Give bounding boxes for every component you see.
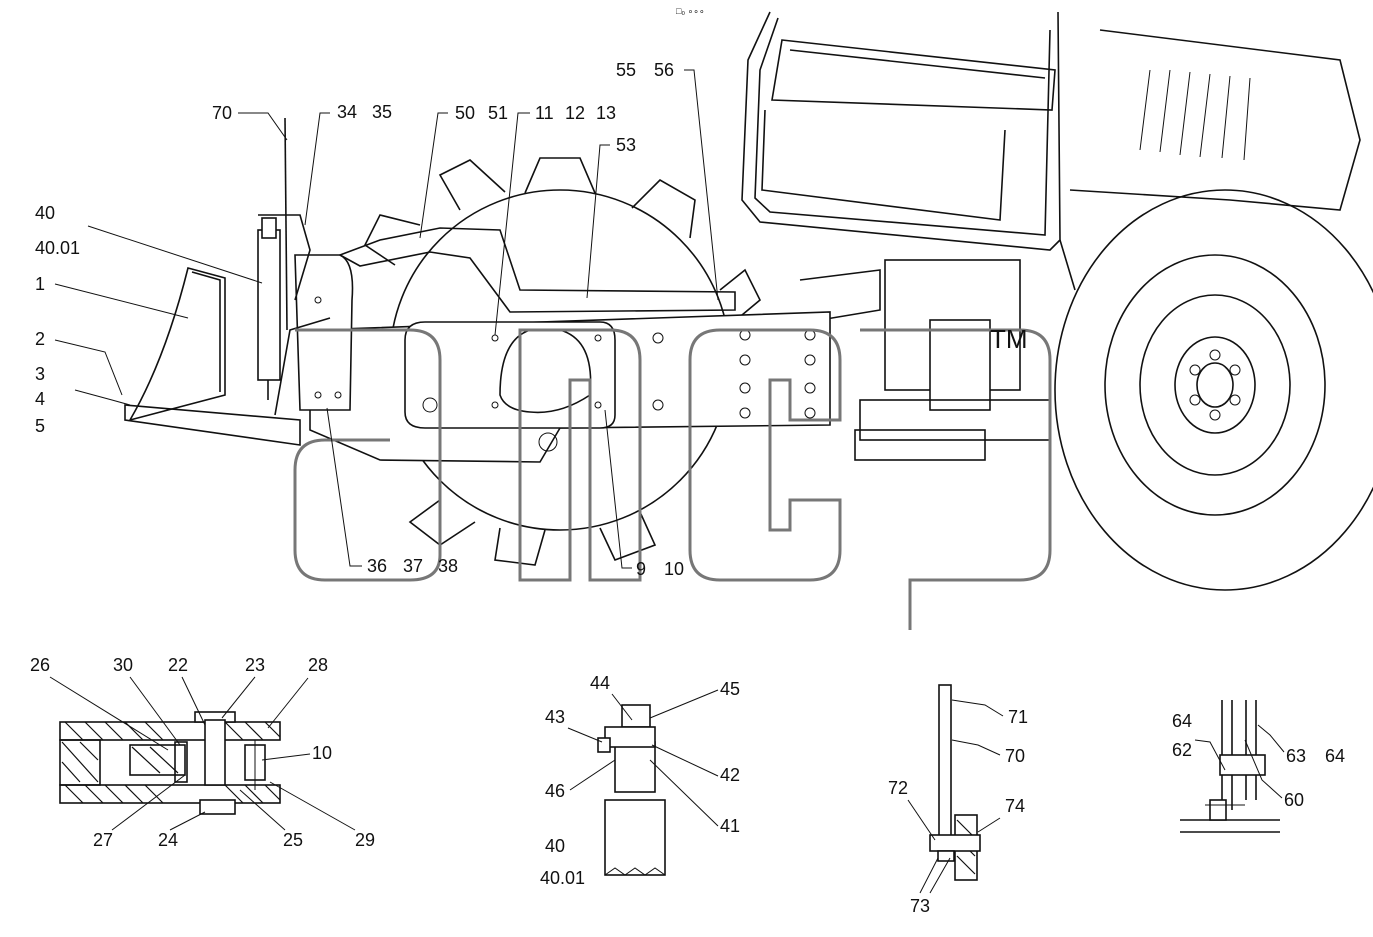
detail-a-callouts: 26 30 22 23 28 10 27 24 25 29 bbox=[30, 655, 375, 850]
callout-25: 25 bbox=[283, 830, 303, 850]
detail-a-pivot-section bbox=[59, 711, 281, 815]
callout-40: 40 bbox=[35, 203, 55, 223]
callout-55: 55 bbox=[616, 60, 636, 80]
callout-56: 56 bbox=[654, 60, 674, 80]
callout-4: 4 bbox=[35, 389, 45, 409]
callout-29: 29 bbox=[355, 830, 375, 850]
callout-60: 60 bbox=[1284, 790, 1304, 810]
callout-62: 62 bbox=[1172, 740, 1192, 760]
callout-26: 26 bbox=[30, 655, 50, 675]
callout-22: 22 bbox=[168, 655, 188, 675]
trademark-mark: TM bbox=[990, 324, 1028, 354]
header-mark: □₀ ∘∘∘ bbox=[676, 6, 705, 16]
callout-41: 41 bbox=[720, 816, 740, 836]
callout-45: 45 bbox=[720, 679, 740, 699]
callout-73: 73 bbox=[910, 896, 930, 916]
main-frame bbox=[274, 227, 831, 463]
callout-10: 10 bbox=[312, 743, 332, 763]
callout-9: 9 bbox=[636, 559, 646, 579]
callout-64b: 64 bbox=[1325, 746, 1345, 766]
engine-block bbox=[799, 259, 1051, 461]
callout-51: 51 bbox=[488, 103, 508, 123]
callout-40-01: 40.01 bbox=[540, 868, 585, 888]
callout-36: 36 bbox=[367, 556, 387, 576]
callout-2: 2 bbox=[35, 329, 45, 349]
callout-37: 37 bbox=[403, 556, 423, 576]
callout-12: 12 bbox=[565, 103, 585, 123]
callout-74: 74 bbox=[1005, 796, 1025, 816]
callout-50: 50 bbox=[455, 103, 475, 123]
callout-70: 70 bbox=[1005, 746, 1025, 766]
detail-c-callouts: 71 70 72 74 73 bbox=[888, 699, 1028, 916]
callout-35: 35 bbox=[372, 102, 392, 122]
callout-40-01: 40.01 bbox=[35, 238, 80, 258]
callout-1: 1 bbox=[35, 274, 45, 294]
callout-42: 42 bbox=[720, 765, 740, 785]
dozer-blade bbox=[124, 117, 311, 446]
detail-b-cylinder-mount bbox=[597, 704, 666, 876]
callout-5: 5 bbox=[35, 416, 45, 436]
detail-b-callouts: 44 45 43 42 46 41 40 40.01 bbox=[540, 673, 740, 888]
main-callouts: 70 34 35 50 51 11 12 13 53 55 56 40 40.0… bbox=[35, 60, 719, 579]
callout-23: 23 bbox=[245, 655, 265, 675]
callout-64a: 64 bbox=[1172, 711, 1192, 731]
callout-40: 40 bbox=[545, 836, 565, 856]
callout-53: 53 bbox=[616, 135, 636, 155]
detail-c-rod-mount bbox=[929, 684, 981, 881]
callout-3: 3 bbox=[35, 364, 45, 384]
callout-34: 34 bbox=[337, 102, 357, 122]
callout-43: 43 bbox=[545, 707, 565, 727]
rear-wheel bbox=[1054, 189, 1373, 591]
callout-27: 27 bbox=[93, 830, 113, 850]
callout-72: 72 bbox=[888, 778, 908, 798]
callout-70: 70 bbox=[212, 103, 232, 123]
callout-44: 44 bbox=[590, 673, 610, 693]
callout-11: 11 bbox=[535, 103, 554, 123]
callout-63: 63 bbox=[1286, 746, 1306, 766]
callout-46: 46 bbox=[545, 781, 565, 801]
callout-10: 10 bbox=[664, 559, 684, 579]
tractor-cab bbox=[741, 11, 1361, 291]
callout-28: 28 bbox=[308, 655, 328, 675]
callout-71: 71 bbox=[1008, 707, 1028, 727]
detail-d-guard bbox=[1180, 700, 1280, 833]
detail-d-callouts: 64 62 63 64 60 bbox=[1172, 711, 1345, 810]
callout-24: 24 bbox=[158, 830, 178, 850]
watermark-logo: TM bbox=[293, 324, 1052, 630]
callout-38: 38 bbox=[438, 556, 458, 576]
callout-30: 30 bbox=[113, 655, 133, 675]
callout-13: 13 bbox=[596, 103, 616, 123]
